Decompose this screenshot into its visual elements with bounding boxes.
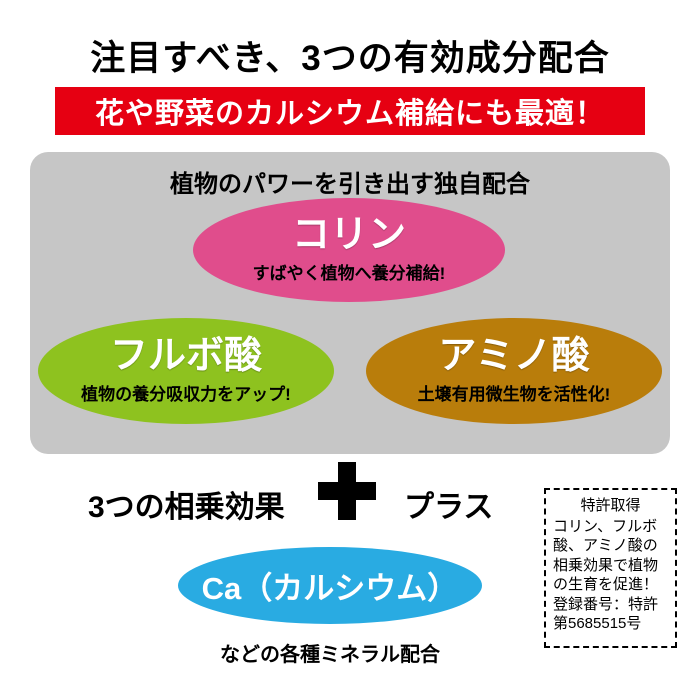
plus-icon-horizontal-bar	[318, 482, 376, 500]
synergy-label: 3つの相乗効果	[88, 491, 285, 524]
bubble-choline-name: コリン	[291, 214, 406, 257]
minerals-caption: などの各種ミネラル配合	[220, 644, 440, 666]
page-title: 注目すべき、3つの有効成分配合	[90, 39, 610, 78]
bubble-choline: コリン すばやく植物へ養分補給!	[193, 198, 505, 302]
formula-heading: 植物のパワーを引き出す独自配合	[170, 171, 530, 198]
bubble-amino-acid-name: アミノ酸	[438, 335, 590, 378]
bubble-choline-caption: すばやく植物へ養分補給!	[252, 263, 446, 283]
patent-note-registration: 登録番号：特許第5685515号	[553, 595, 659, 633]
banner: 花や野菜のカルシウム補給にも最適！	[55, 87, 645, 135]
patent-note-title: 特許取得	[580, 497, 641, 514]
patent-note: 特許取得 コリン、フルボ酸、アミノ酸の相乗効果で植物の生育を促進！ 登録番号：特…	[544, 488, 677, 648]
bubble-amino-acid-caption: 土壌有用微生物を活性化!	[417, 384, 611, 404]
bubble-amino-acid: アミノ酸 土壌有用微生物を活性化!	[366, 318, 662, 424]
plus-icon	[318, 462, 376, 520]
patent-note-body: コリン、フルボ酸、アミノ酸の相乗効果で植物の生育を促進！	[553, 517, 659, 594]
plus-label: プラス	[404, 491, 494, 524]
banner-text: 花や野菜のカルシウム補給にも最適！	[94, 98, 605, 130]
bubble-fulvic-acid-name: フルボ酸	[109, 335, 262, 378]
bubble-fulvic-acid-caption: 植物の養分吸収力をアップ!	[81, 384, 291, 404]
formula-box: 植物のパワーを引き出す独自配合 コリン すばやく植物へ養分補給! フルボ酸 植物…	[30, 152, 670, 454]
calcium-bubble: Ca（カルシウム）	[178, 547, 482, 624]
bubble-fulvic-acid: フルボ酸 植物の養分吸収力をアップ!	[38, 318, 334, 424]
calcium-bubble-label: Ca（カルシウム）	[201, 571, 459, 606]
